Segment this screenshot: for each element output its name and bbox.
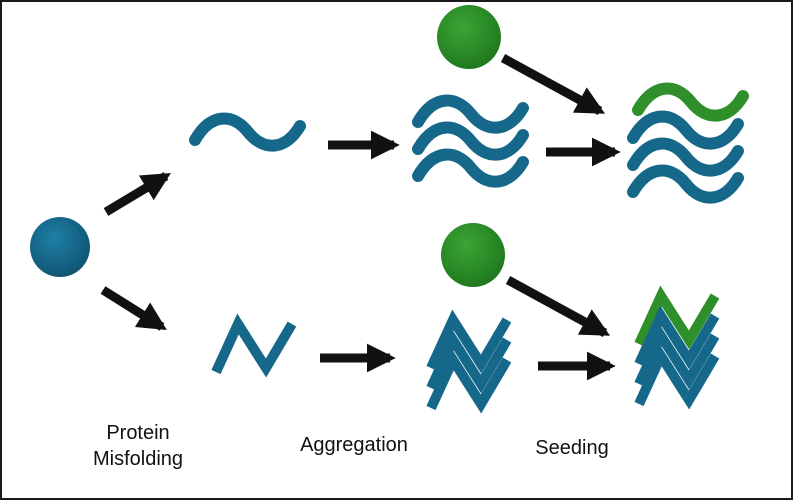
seed-protein-circle-top — [437, 5, 501, 69]
curved-seeded-aggregate — [633, 89, 743, 198]
curved-misfolded-protein — [195, 119, 300, 146]
arrow-seed-to-zigzag-seeded — [505, 276, 611, 337]
protein-misfolding-label-line1: Protein — [106, 422, 170, 444]
seeding-label: Seeding — [535, 437, 609, 459]
arrow-seed-to-curved-seeded — [500, 54, 606, 115]
protein-misfolding-label: Protein Misfolding — [78, 420, 198, 472]
protein-misfolding-label-line2: Misfolding — [92, 448, 184, 470]
zigzag-aggregate — [431, 320, 507, 408]
zigzag-misfolded-protein — [216, 324, 292, 372]
arrow-to-curved-misfold — [103, 172, 171, 216]
native-protein-circle — [30, 217, 90, 277]
arrow-to-zigzag-misfold — [100, 286, 167, 331]
curved-aggregate — [418, 101, 523, 182]
aggregation-label: Aggregation — [300, 434, 408, 456]
seed-protein-circle-bottom — [441, 223, 505, 287]
zigzag-seeded-aggregate — [639, 296, 715, 404]
